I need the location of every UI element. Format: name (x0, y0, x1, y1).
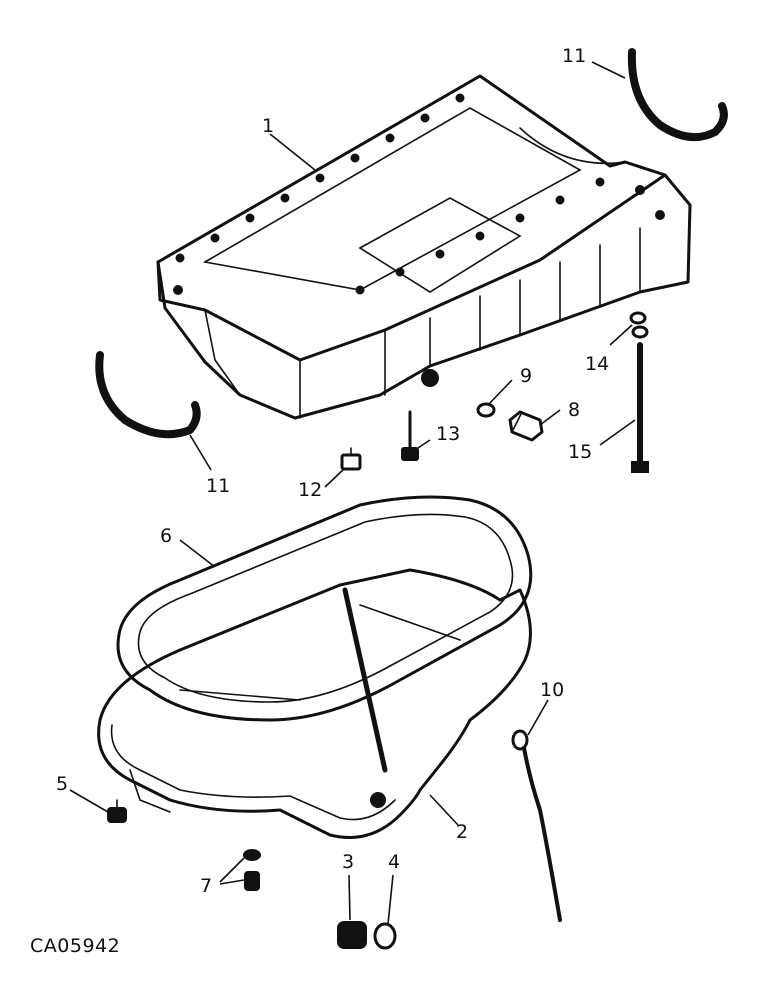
callout-11-lower: 11 (206, 475, 230, 497)
drain-plug (508, 410, 544, 442)
callout-15: 15 (568, 441, 592, 463)
nut-12 (340, 447, 362, 471)
callout-labels: 1 11 11 14 9 8 13 12 15 6 10 5 2 3 4 7 (56, 45, 609, 897)
upper-oil-pan-housing (156, 74, 692, 420)
callout-12: 12 (298, 479, 322, 501)
callout-3: 3 (342, 851, 354, 873)
callout-11-upper: 11 (562, 45, 586, 67)
drain-plug-washer (476, 402, 496, 418)
screw-5 (107, 799, 127, 823)
long-bolt-15 (631, 342, 649, 473)
leader-lines (69, 61, 636, 925)
callout-6: 6 (160, 525, 172, 547)
washers-14 (629, 311, 649, 339)
plug-3 (337, 921, 367, 949)
o-ring-4 (373, 922, 397, 950)
dipstick (511, 729, 562, 922)
callout-4: 4 (388, 851, 400, 873)
bolt-13 (401, 410, 419, 461)
callout-1: 1 (262, 115, 274, 137)
callout-10: 10 (540, 679, 564, 701)
figure-code: CA05942 (30, 935, 120, 957)
rear-seal-lower (95, 351, 201, 439)
callout-7: 7 (200, 875, 212, 897)
callout-14: 14 (585, 353, 609, 375)
callout-9: 9 (520, 365, 532, 387)
bolt-7 (243, 849, 261, 891)
callout-5: 5 (56, 773, 68, 795)
rear-seal-upper (627, 48, 728, 142)
callout-2: 2 (456, 821, 468, 843)
callout-8: 8 (568, 399, 580, 421)
callout-13: 13 (436, 423, 460, 445)
oil-pan-gasket (116, 495, 533, 722)
housing-bolt-holes (173, 93, 665, 295)
oil-pan (97, 568, 532, 839)
